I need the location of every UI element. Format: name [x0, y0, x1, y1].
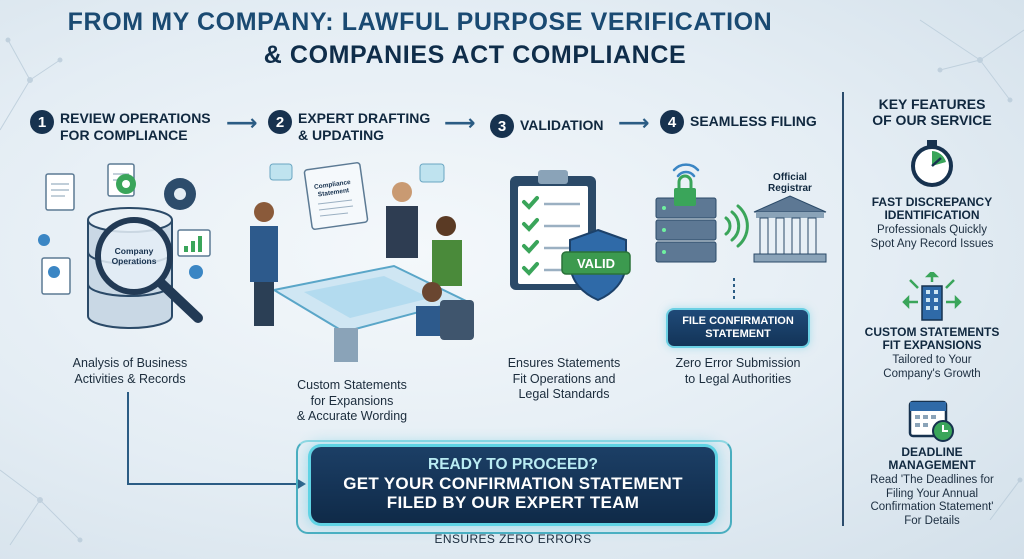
wifi-icon: [724, 204, 749, 248]
arrow-icon: ⟶: [618, 110, 650, 135]
doc-label-line-2: Statement: [317, 187, 350, 198]
step-2-label-line-1: Expert Drafting: [298, 110, 431, 126]
step-4-heading: 4 Seamless Filing: [660, 110, 840, 134]
lock-icon: [674, 174, 696, 206]
step-2-number: 2: [268, 110, 292, 134]
valid-badge: [561, 251, 631, 275]
step-4-caption-line-1: Zero Error Submission: [675, 356, 801, 370]
file-confirmation-statement-button[interactable]: File Confirmation Statement: [668, 310, 808, 346]
database-label-line-2: Operations: [112, 256, 157, 266]
cta-line-1: Get Your Confirmation Statement: [343, 474, 683, 493]
feature-3-desc-line-3: Confirmation Statement': [870, 501, 994, 513]
feature-1-title-line-2: Identification: [884, 208, 980, 222]
feature-2-desc-line-1: Tailored to Your: [892, 354, 972, 366]
document-icon: [303, 162, 369, 230]
expert-team-illustration: Compliance Statement: [250, 162, 474, 362]
feature-3-desc-line-4: For Details: [904, 514, 960, 527]
registrar-building-icon: [753, 195, 827, 263]
step-3-caption-line-3: Legal Standards: [518, 387, 610, 401]
step-2-heading: 2 Expert Drafting& Updating: [268, 110, 448, 144]
gear-icon: [164, 178, 196, 210]
arrow-icon: ⟶: [444, 110, 476, 135]
feature-3-desc-line-2: Filing Your Annual: [885, 487, 979, 500]
step-3-caption-line-1: Ensures Statements: [507, 356, 621, 370]
step-4-caption: Zero Error Submission to Legal Authoriti…: [656, 356, 820, 387]
wifi-icon: [672, 163, 700, 178]
valid-badge-text: VALID: [577, 256, 615, 271]
registrar-label-line-2: Registrar: [768, 183, 812, 194]
feature-1-desc-line-1: Professionals Quickly: [877, 224, 987, 236]
building-expansion-icon: [902, 272, 962, 321]
database-label-line-1: Company: [115, 246, 154, 256]
chat-bubble-icon: [269, 163, 445, 183]
company-operations-illustration: Company Operations: [38, 163, 211, 329]
feature-2-desc-line-2: Company's Growth: [883, 367, 981, 380]
server-icon: [655, 197, 717, 263]
step-2-caption-line-3: & Accurate Wording: [296, 409, 408, 423]
title-line-2: & Companies Act Compliance: [263, 41, 687, 69]
person-icon: [386, 182, 418, 258]
cta-button[interactable]: Ready to Proceed? Get Your Confirmation …: [311, 447, 715, 523]
person-icon: [432, 216, 462, 286]
step-2-caption: Custom Statements for Expansions & Accur…: [262, 378, 442, 425]
filing-illustration: Official Registrar: [655, 163, 827, 300]
step-1-caption-line-2: Activities & Records: [74, 371, 186, 386]
cta-subtext: Ensures Zero Errors: [434, 532, 592, 546]
step-1-caption: Analysis of Business Activities & Record…: [40, 356, 220, 387]
step-1-caption-line-1: Analysis of Business: [72, 356, 188, 370]
file-button-line-1: File Confirmation: [682, 315, 794, 327]
feature-1-title-line-1: Fast Discrepancy: [871, 195, 993, 209]
magnifier-icon: [95, 217, 203, 323]
step-4-label: Seamless Filing: [690, 113, 817, 129]
feature-3-desc-line-1: Read 'The Deadlines for: [870, 474, 994, 486]
stopwatch-icon: [911, 140, 953, 187]
sidebar-title: Key Features of Our Service: [844, 96, 1020, 128]
connector-arrow: [127, 392, 306, 490]
step-3-label: Validation: [520, 117, 604, 133]
step-3-number: 3: [490, 114, 514, 138]
person-icon: [416, 282, 474, 340]
step-1-label-line-2: for Compliance: [60, 127, 188, 143]
feature-2-title-line-2: Fit Expansions: [882, 338, 982, 352]
registrar-label-line-1: Official: [773, 172, 807, 183]
step-2-caption-line-1: Custom Statements: [297, 378, 407, 392]
step-1-heading: 1 Review Operationsfor Compliance: [30, 110, 230, 144]
page-title: From My Company: Lawful Purpose Verifica…: [0, 6, 840, 72]
step-3-caption: Ensures Statements Fit Operations and Le…: [484, 356, 644, 403]
cta-frame: [296, 440, 732, 534]
feature-2-title-line-1: Custom Statements: [864, 325, 1000, 339]
feature-deadline-management: DeadlineManagement Read 'The Deadlines f…: [844, 446, 1020, 528]
gear-icon: [116, 174, 136, 194]
sidebar-title-line-2: of Our Service: [872, 112, 992, 128]
feature-1-desc-line-2: Spot Any Record Issues: [870, 237, 994, 250]
file-button-line-2: Statement: [705, 328, 771, 340]
step-2-caption-line-2: for Expansions: [310, 393, 394, 408]
cta-question: Ready to Proceed?: [428, 456, 598, 473]
calendar-clock-icon: [908, 400, 954, 442]
key-features-sidebar: Key Features of Our Service Fast Discrep…: [842, 92, 1020, 528]
check-icon: [522, 196, 539, 276]
step-4-number: 4: [660, 110, 684, 134]
step-4-caption-line-2: to Legal Authorities: [684, 371, 792, 386]
feature-fast-discrepancy: Fast DiscrepancyIdentification Professio…: [844, 196, 1020, 251]
step-1-number: 1: [30, 110, 54, 134]
gear-icon: [38, 234, 203, 279]
step-1-label-line-1: Review Operations: [60, 110, 211, 126]
validation-illustration: VALID: [510, 170, 631, 302]
arrow-icon: ⟶: [226, 110, 258, 135]
step-2-label-line-2: & Updating: [298, 127, 385, 143]
feature-3-title-line-1: Deadline: [901, 445, 963, 459]
title-line-1: From My Company: Lawful Purpose Verifica…: [67, 8, 773, 36]
feature-3-title-line-2: Management: [888, 458, 976, 472]
person-icon: [250, 202, 278, 326]
cta-line-2: Filed by Our Expert Team: [386, 493, 640, 512]
step-3-heading: 3 Validation: [490, 114, 630, 138]
step-3-caption-line-2: Fit Operations and: [512, 371, 616, 386]
sidebar-title-line-1: Key Features: [878, 96, 986, 112]
